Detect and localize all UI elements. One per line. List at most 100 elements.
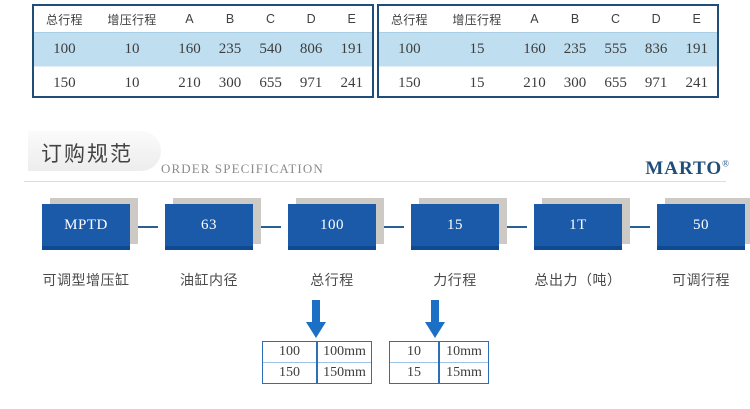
connector-dash [138,226,158,228]
node-face: 50 [657,204,745,250]
brand-name: MARTO [645,158,723,179]
legend-table: 10 10mm 15 15mm [390,342,488,383]
column-header-c: C [266,12,276,26]
column-header-c: C [611,12,621,26]
column-header-total-stroke: 总行程 [45,12,83,27]
legend-key: 15 [390,362,440,383]
cell-boost-stroke: 15 [439,32,515,67]
force-stroke-legend-table: 10 10mm 15 15mm [389,341,489,384]
cell-c: 655 [595,66,636,100]
legend-value: 10mm [446,344,482,359]
table-row: 150 10 210 300 655 971 241 [34,66,372,100]
spec-table-stroke-10: 总行程 增压行程 A B C D E 100 10 160 235 540 80… [32,4,374,100]
connector-dash [384,226,404,228]
cell-a: 160 [169,32,210,67]
cell-b: 300 [554,66,596,100]
table-row: 150 150mm [263,362,371,383]
legend-key: 100 [263,342,318,363]
section-title-plate [28,131,161,171]
cell-c: 655 [250,66,291,100]
table-body: 100 10 160 235 540 806 191 150 10 210 30… [34,32,372,100]
node-value: 15 [447,216,463,233]
cell-a: 160 [514,32,555,67]
brand-logo: MARTO® [645,158,730,180]
spec-table-stroke-15: 总行程 增压行程 A B C D E 100 15 160 235 555 83… [377,4,719,100]
node-value: 63 [201,216,217,233]
cell-total-stroke: 150 [379,66,440,100]
code-node-output-force[interactable]: 1T [534,198,630,250]
node-face: MPTD [42,204,130,250]
caption-model: 可调型增压缸 [42,273,130,289]
cell-b: 300 [209,66,251,100]
page-title: 订购规范 [41,142,133,166]
cell-a: 210 [169,66,210,100]
table-head: 总行程 增压行程 A B C D E [34,6,372,33]
column-header-total-stroke: 总行程 [390,12,428,27]
legend-value: 15mm [439,362,488,383]
code-node-adjustable-stroke[interactable]: 50 [657,198,750,250]
cell-d: 836 [635,32,677,67]
table-header-row: 总行程 增压行程 A B C D E [34,6,372,33]
code-node-model[interactable]: MPTD [42,198,138,250]
cell-boost-stroke: 15 [439,66,515,100]
cell-b: 235 [209,32,251,67]
connector-dash [507,226,527,228]
table-body: 10 10mm 15 15mm [390,342,488,383]
node-face: 1T [534,204,622,250]
column-header-b: B [225,12,235,26]
spec-table: 总行程 增压行程 A B C D E 100 10 160 235 540 80… [34,6,372,100]
table-body: 100 100mm 150 150mm [263,342,371,383]
node-face: 63 [165,204,253,250]
code-node-bore[interactable]: 63 [165,198,261,250]
legend-value: 150mm [317,362,371,383]
cell-e: 241 [676,66,717,100]
arrow-down-icon [424,300,446,340]
code-node-force-stroke[interactable]: 15 [411,198,507,250]
table-header-row: 总行程 增压行程 A B C D E [379,6,717,33]
cell-c: 555 [595,32,636,67]
order-code-flow: MPTD 63 100 15 1T 50 [0,196,750,256]
spec-table: 总行程 增压行程 A B C D E 100 15 160 235 555 83… [379,6,717,100]
cell-d: 971 [635,66,677,100]
code-node-total-stroke[interactable]: 100 [288,198,384,250]
header-divider [24,181,726,182]
table-row: 150 15 210 300 655 971 241 [379,66,717,100]
caption-force-stroke: 力行程 [433,273,477,289]
arrow-down-icon [305,300,327,340]
cell-boost-stroke: 10 [94,66,170,100]
node-value: 1T [569,216,587,233]
caption-adjustable-stroke: 可调行程 [672,273,730,289]
legend-table: 100 100mm 150 150mm [263,342,371,383]
cell-c: 540 [250,32,291,67]
column-header-a: A [530,12,539,26]
cell-b: 235 [554,32,596,67]
connector-dash [261,226,281,228]
legend-value: 100mm [323,344,366,359]
cell-a: 210 [514,66,555,100]
cell-e: 191 [676,32,717,67]
table-row: 10 10mm [390,342,488,363]
table-row: 100 100mm [263,342,371,363]
table-body: 100 15 160 235 555 836 191 150 15 210 30… [379,32,717,100]
legend-key: 10 [390,342,440,363]
table-row: 100 15 160 235 555 836 191 [379,32,717,67]
page-subtitle: ORDER SPECIFICATION [161,161,324,176]
table-row: 15 15mm [390,362,488,383]
column-header-e: E [347,12,356,26]
node-value: MPTD [64,216,108,233]
caption-output-force: 总出力（吨） [534,273,622,289]
connector-dash [630,226,650,228]
cell-total-stroke: 150 [34,66,95,100]
cell-e: 241 [331,66,372,100]
column-header-d: D [651,12,661,26]
cell-e: 191 [331,32,372,67]
registered-mark-icon: ® [722,158,730,169]
column-header-d: D [306,12,316,26]
column-header-e: E [692,12,701,26]
caption-bore: 油缸内径 [180,273,238,289]
table-head: 总行程 增压行程 A B C D E [379,6,717,33]
cell-total-stroke: 100 [34,32,95,67]
legend-key: 150 [263,362,318,383]
column-header-boost-stroke: 增压行程 [452,12,502,27]
